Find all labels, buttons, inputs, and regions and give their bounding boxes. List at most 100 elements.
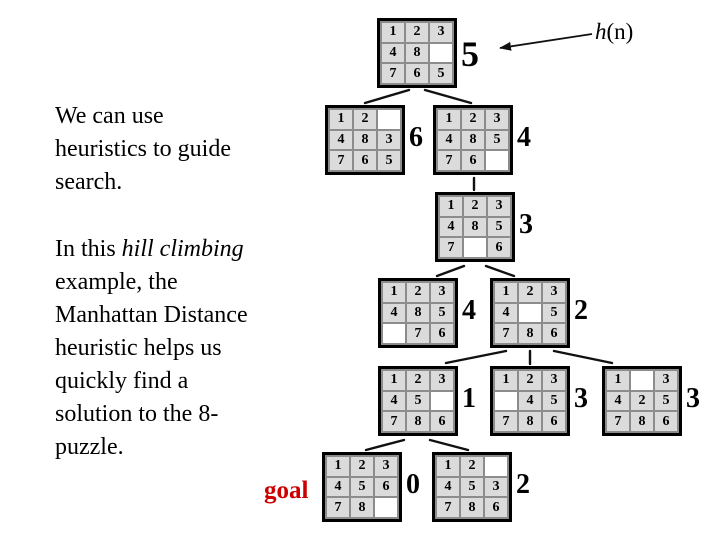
puzzle-cell: 2 — [462, 110, 484, 129]
puzzle-cell: 2 — [519, 283, 541, 302]
puzzle-cell: 6 — [406, 64, 428, 83]
puzzle-cell: 5 — [351, 477, 373, 497]
puzzle-cell: 4 — [382, 43, 404, 63]
puzzle-cell: 2 — [631, 391, 653, 411]
puzzle-cell: 6 — [543, 324, 565, 343]
puzzle-cell-empty — [464, 238, 486, 257]
puzzle-cell-empty — [430, 43, 452, 63]
h-value-l4-left: 4 — [462, 295, 476, 326]
puzzle-cell: 1 — [495, 283, 517, 302]
puzzle-cell-empty — [485, 457, 507, 476]
goal-label: goal — [264, 477, 309, 504]
h-value-l5-mid: 3 — [574, 383, 588, 414]
puzzle-cell: 2 — [354, 110, 376, 129]
puzzle-cell: 6 — [488, 238, 510, 257]
puzzle-cell: 1 — [437, 457, 459, 476]
puzzle-cell: 8 — [407, 303, 429, 323]
puzzle-cell: 1 — [440, 197, 462, 216]
puzzle-cell-empty — [431, 391, 453, 411]
puzzle-cell: 7 — [607, 412, 629, 431]
puzzle-cell: 4 — [607, 391, 629, 411]
puzzle-cell: 4 — [495, 303, 517, 323]
puzzle-cell: 8 — [407, 412, 429, 431]
puzzle-cell: 1 — [330, 110, 352, 129]
paragraph2-italic-term: hill climbing — [121, 236, 244, 262]
puzzle-cell: 3 — [430, 23, 452, 42]
puzzle-cell: 3 — [378, 130, 400, 150]
puzzle-cell-empty — [383, 324, 405, 343]
puzzle-cell: 8 — [462, 130, 484, 150]
puzzle-cell: 3 — [485, 477, 507, 497]
h-value-goal: 0 — [406, 469, 420, 500]
puzzle-cell: 1 — [383, 371, 405, 390]
puzzle-cell: 6 — [462, 151, 484, 170]
puzzle-cell: 4 — [327, 477, 349, 497]
puzzle-cell: 6 — [543, 412, 565, 431]
puzzle-cell: 2 — [407, 371, 429, 390]
h-value-l2-right: 4 — [517, 122, 531, 153]
puzzle-cell: 6 — [431, 324, 453, 343]
puzzle-cell-empty — [631, 371, 653, 390]
puzzle-cell: 3 — [543, 283, 565, 302]
puzzle-cell: 1 — [495, 371, 517, 390]
edge-l3-l4-left — [435, 264, 466, 278]
paragraph-heuristics: We can use heuristics to guide search. — [55, 103, 231, 195]
puzzle-cell: 3 — [543, 371, 565, 390]
puzzle-cell: 6 — [431, 412, 453, 431]
puzzle-cell: 8 — [519, 324, 541, 343]
puzzle-cell: 7 — [407, 324, 429, 343]
puzzle-cell: 3 — [486, 110, 508, 129]
puzzle-cell: 6 — [375, 477, 397, 497]
puzzle-cell: 3 — [431, 371, 453, 390]
edge-l5-left-goal — [364, 438, 406, 452]
edge-root-l2-left — [363, 88, 411, 105]
puzzle-cell: 1 — [438, 110, 460, 129]
h-value-l5-right: 3 — [686, 383, 700, 414]
puzzle-cell: 7 — [437, 498, 459, 517]
paragraph2-rest: example, the Manhattan Distance heuristi… — [55, 269, 248, 460]
puzzle-cell: 7 — [383, 412, 405, 431]
puzzle-cell: 5 — [543, 303, 565, 323]
puzzle-cell: 5 — [430, 64, 452, 83]
puzzle-cell: 5 — [461, 477, 483, 497]
heuristic-function-label: h(n) — [595, 20, 633, 43]
h-value-l2-left: 6 — [409, 122, 423, 153]
puzzle-cell: 4 — [437, 477, 459, 497]
edge-root-l2-right — [423, 88, 473, 105]
puzzle-cell: 8 — [406, 43, 428, 63]
puzzle-cell-empty — [378, 110, 400, 129]
puzzle-cell: 7 — [495, 324, 517, 343]
puzzle-cell-empty — [486, 151, 508, 170]
puzzle-cell: 8 — [464, 217, 486, 237]
puzzle-cell: 1 — [607, 371, 629, 390]
edge-l4-right-l5-right — [552, 349, 614, 365]
puzzle-cell-empty — [519, 303, 541, 323]
puzzle-cell: 2 — [464, 197, 486, 216]
puzzle-cell: 4 — [438, 130, 460, 150]
puzzle-cell: 8 — [351, 498, 373, 517]
h-value-root: 5 — [461, 34, 479, 74]
puzzle-cell: 4 — [440, 217, 462, 237]
puzzle-cell: 5 — [378, 151, 400, 170]
puzzle-cell: 8 — [631, 412, 653, 431]
puzzle-cell: 1 — [382, 23, 404, 42]
puzzle-cell: 3 — [655, 371, 677, 390]
puzzle-cell: 5 — [486, 130, 508, 150]
puzzle-cell: 3 — [488, 197, 510, 216]
puzzle-cell: 7 — [440, 238, 462, 257]
puzzle-cell: 5 — [655, 391, 677, 411]
edge-l4-right-l5-left — [444, 349, 508, 365]
puzzle-cell: 8 — [461, 498, 483, 517]
puzzle-cell: 8 — [354, 130, 376, 150]
puzzle-cell: 7 — [495, 412, 517, 431]
h-value-l3: 3 — [519, 209, 533, 240]
